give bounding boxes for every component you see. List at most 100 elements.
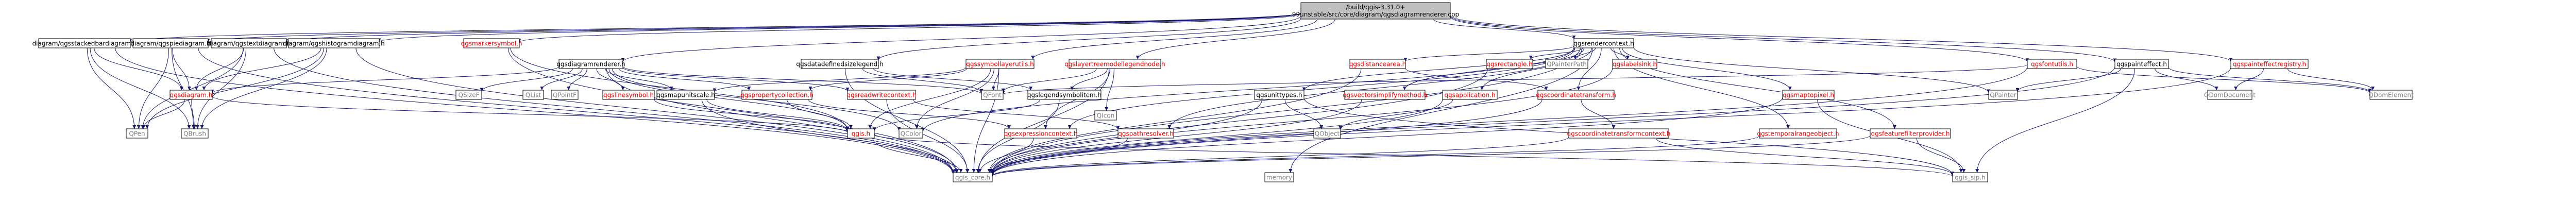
node-ctcontext[interactable]: qgscoordinatetransformcontext.h xyxy=(1567,128,1671,139)
node-label: diagram/qgsstackedbardiagram.h xyxy=(32,40,137,47)
edge-layertree-to-legendsymitem xyxy=(1070,68,1108,91)
node-rendercontext[interactable]: qgsrendercontext.h xyxy=(1573,38,1634,48)
edge-layertree-to-qicon xyxy=(1105,68,1114,111)
node-rectangle[interactable]: qgsrectangle.h xyxy=(1486,59,1533,69)
edge-text-to-qbrush xyxy=(195,47,247,129)
edge-readwrite-to-coreexport xyxy=(886,99,970,173)
node-renderer[interactable]: qgsdiagramrenderer.h xyxy=(556,59,625,69)
node-root[interactable]: /build/qgis-3.31.0+99unstable/src/core/d… xyxy=(1292,2,1459,20)
node-diagram[interactable]: qgsdiagram.h xyxy=(170,90,213,100)
edge-layertree-to-qfont xyxy=(1001,68,1097,92)
node-histo[interactable]: diagram/qgshistogramdiagram.h xyxy=(283,38,385,48)
edge-linesymbol-to-qgis xyxy=(654,99,850,131)
node-box xyxy=(2114,59,2169,69)
edge-layer xyxy=(87,12,2375,177)
node-text[interactable]: diagram/qgstextdiagram.h xyxy=(208,38,290,48)
node-box xyxy=(1094,110,1117,121)
node-distancearea[interactable]: qgsdistancearea.h xyxy=(1349,59,1406,69)
node-label: qgsfontutils.h xyxy=(2031,61,2073,68)
node-datadef[interactable]: qgsdatadefinedsizelegend.h xyxy=(796,59,884,69)
node-fontutils[interactable]: qgsfontutils.h xyxy=(2027,59,2077,69)
node-markersym[interactable]: qgsmarkersymbol.h xyxy=(461,38,522,48)
edge-rendercontext-to-qpainter xyxy=(1633,47,1991,93)
edge-pathresolver-to-coreexport xyxy=(989,138,1128,173)
node-label: qgsrectangle.h xyxy=(1486,61,1533,68)
node-qdomdocument: QDomDocument xyxy=(2204,90,2256,100)
node-label: QPainterPath xyxy=(1547,61,1587,68)
edge-featurefilter-to-coreexport xyxy=(990,135,1871,177)
edge-diagram-to-qgis xyxy=(212,95,850,133)
edge-rendercontext-to-vectorsimplify xyxy=(1402,47,1585,91)
node-qicon: QIcon xyxy=(1094,110,1117,121)
node-layertree[interactable]: qgslayertreemodellegendnode.h xyxy=(1064,59,1165,69)
node-labelsink[interactable]: qgslabelsink.h xyxy=(1612,59,1657,69)
edge-peregistry-to-qdomelement xyxy=(2287,68,2375,91)
edge-stacked-to-qbrush xyxy=(90,47,191,129)
node-label: qgis_sip.h xyxy=(1955,174,1985,181)
edge-painteffect-to-qpainter xyxy=(2015,68,2122,92)
node-label: QPointF xyxy=(553,92,577,99)
node-coretypes[interactable]: qgsunittypes.h xyxy=(1254,90,1304,100)
node-qpointf: QPointF xyxy=(551,90,579,100)
edge-root-to-markersym xyxy=(517,13,1301,43)
edge-diagram-to-qbrush xyxy=(191,99,196,129)
edge-pie-to-qbrush xyxy=(171,47,196,129)
edge-root-to-painteffect xyxy=(1450,15,2117,62)
node-label: qgsmarkersymbol.h xyxy=(461,40,522,47)
edge-symlayerutils-to-qcolor xyxy=(915,68,994,129)
node-featurefilter[interactable]: qgsfeaturefilterprovider.h xyxy=(1870,128,1951,139)
node-stacked[interactable]: diagram/qgsstackedbardiagram.h xyxy=(32,38,137,48)
node-memory: memory xyxy=(1264,172,1294,182)
edge-application-to-coreexport xyxy=(990,99,1443,174)
node-application[interactable]: qgsapplication.h xyxy=(1442,90,1498,100)
edge-rectangle-to-coreexport xyxy=(990,68,1488,173)
node-propcoll[interactable]: qgspropertycollection.h xyxy=(740,90,814,100)
node-label: qgscoordinatetransform.h xyxy=(1536,92,1616,99)
edge-root-to-symlayerutils xyxy=(1031,19,1318,60)
edge-distancearea-to-coreexport xyxy=(987,68,1362,173)
node-readwrite[interactable]: qgsreadwritecontext.h xyxy=(846,90,917,100)
edge-histo-to-qpen xyxy=(145,47,324,129)
node-box xyxy=(1952,172,1988,182)
edge-rendercontext-to-coretypes xyxy=(1302,47,1575,91)
edge-histo-to-coreexport xyxy=(355,47,955,174)
node-coordtransform[interactable]: qgscoordinatetransform.h xyxy=(1536,90,1616,100)
edge-text-to-diagram xyxy=(194,47,244,91)
edge-vectorsimplify-to-coreexport xyxy=(990,99,1362,174)
node-label: qgis.h xyxy=(852,130,870,138)
node-box xyxy=(38,38,131,48)
node-box xyxy=(1988,90,2018,100)
edge-root-to-text xyxy=(284,12,1301,43)
node-unitscale[interactable]: qgsmapunitscale.h xyxy=(656,90,715,100)
edge-readwrite-to-pathresolver xyxy=(913,99,1120,130)
edge-root-to-renderer xyxy=(621,15,1301,62)
edge-symlayerutils-to-coreexport xyxy=(972,68,999,173)
node-qpen: QPen xyxy=(126,128,148,139)
edge-painteffect-to-qdomdocument xyxy=(2155,68,2218,91)
node-box xyxy=(801,59,879,69)
node-peregistry[interactable]: qgspainteffectregistry.h xyxy=(2230,59,2309,69)
edge-renderer-to-propcoll xyxy=(618,68,751,91)
node-qobject: QObject xyxy=(1313,128,1341,139)
node-qsizef: QSizeF xyxy=(455,90,482,100)
edge-renderer-to-readwrite xyxy=(622,67,850,92)
node-exprctx[interactable]: qgsexpressioncontext.h xyxy=(1004,128,1078,139)
node-vectorsimplify[interactable]: qgsvectorsimplifymethod.h xyxy=(1343,90,1427,100)
edge-maptopixel-to-coreexport xyxy=(990,97,1783,176)
node-pie[interactable]: diagram/qgspiediagram.h xyxy=(130,38,211,48)
node-symlayerutils[interactable]: qgssymbollayerutils.h xyxy=(965,59,1035,69)
node-qbrush: QBrush xyxy=(181,128,209,139)
node-qgis[interactable]: qgis.h xyxy=(847,128,875,139)
node-box xyxy=(1254,90,1304,100)
node-label: qgsdiagramrenderer.h xyxy=(556,61,625,68)
node-maptopixel[interactable]: qgsmaptopixel.h xyxy=(1782,90,1835,100)
node-painteffect[interactable]: qgspainteffect.h xyxy=(2114,59,2169,69)
node-legendsymitem[interactable]: qgslegendsymbolitem.h xyxy=(1027,90,1101,100)
edge-distancearea-to-coordtransform xyxy=(1405,68,1548,91)
node-box xyxy=(1117,128,1174,139)
node-box xyxy=(1442,90,1498,100)
node-pathresolver[interactable]: qgspathresolver.h xyxy=(1117,128,1174,139)
node-linesymbol[interactable]: qgslinesymbol.h xyxy=(602,90,655,100)
node-temporalrange[interactable]: qgstemporalrangeobject.h xyxy=(1757,128,1839,139)
edge-root-to-stacked xyxy=(129,12,1301,43)
